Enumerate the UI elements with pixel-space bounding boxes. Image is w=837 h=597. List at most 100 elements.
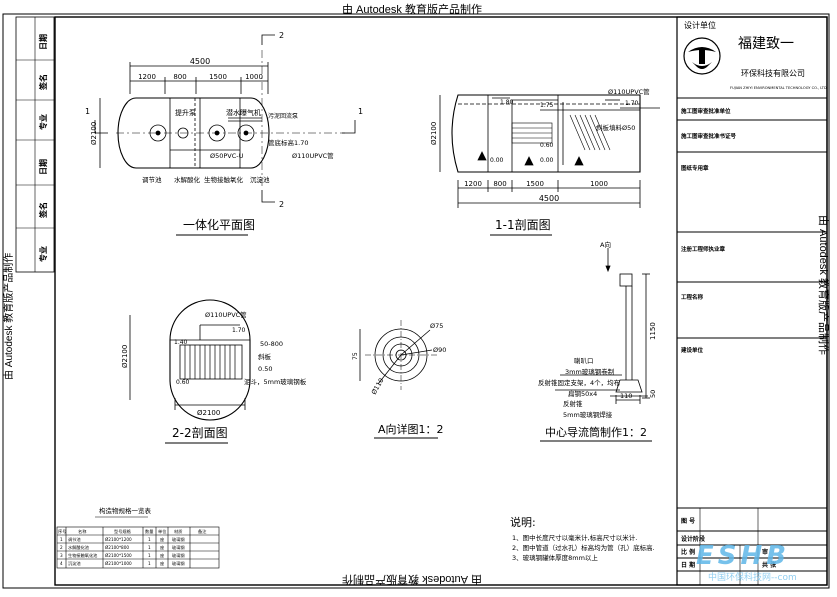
strip-label: 日期 bbox=[38, 159, 48, 175]
table-header: 材质 bbox=[174, 528, 182, 535]
s11-pipe-label: Ø110UPVC管 bbox=[608, 87, 650, 96]
table-cell: Ø2100*1000 bbox=[105, 561, 132, 566]
detail-dim: Ø110 bbox=[370, 377, 386, 396]
table-cell: 座 bbox=[160, 544, 164, 551]
note-item: 3、玻璃钢罐体厚度8mm以上 bbox=[512, 553, 598, 562]
level-label: 0.60 bbox=[540, 142, 554, 149]
table-cell: 1 bbox=[148, 561, 151, 566]
row-label: 工程名称 bbox=[681, 293, 704, 301]
label-tank: 生物接触氧化 bbox=[204, 175, 244, 184]
center-pipe-text: A向 1150 50 110 喇叭口 3mm玻璃钢卷制 反射锥固定支架，4个，均… bbox=[538, 240, 657, 439]
cp-dim-v: 1150 bbox=[649, 322, 657, 340]
s22-level-mid: 1.40 bbox=[174, 339, 188, 346]
table-header: 单位 bbox=[158, 528, 166, 535]
watermark-top: 由 Autodesk 教育版产品制作 bbox=[342, 2, 482, 16]
s22-slope: 斜板 bbox=[258, 352, 272, 361]
center-pipe-caption: 中心导流筒制作1：2 bbox=[545, 425, 647, 439]
level-label: 0.00 bbox=[490, 157, 504, 164]
detail-a-caption: A向详图1：2 bbox=[378, 422, 444, 436]
section-mark: 1 bbox=[358, 107, 363, 116]
section-mark: 2 bbox=[279, 31, 284, 40]
s11-height-dim: Ø2100 bbox=[430, 122, 438, 145]
strip-label: 专业 bbox=[38, 246, 48, 262]
left-sign-strip: 日期 签名 专业 日期 签名 专业 bbox=[15, 16, 55, 273]
detail-dim: 75 bbox=[352, 352, 359, 360]
bottom-row-label: 比 例 bbox=[681, 548, 695, 556]
watermark-right: 由 Autodesk 教育版产品制作 bbox=[817, 215, 831, 355]
cp-dim-v2: 50 bbox=[649, 390, 657, 398]
s22-height-dim: Ø2100 bbox=[121, 345, 129, 368]
table-row: 2 水解酸化池 Ø2100*800 1 座 玻璃钢 bbox=[60, 544, 185, 551]
table-cell: 4 bbox=[60, 561, 63, 566]
label-pipe-top: 管底标高1.70 bbox=[268, 138, 308, 147]
table-header: 备注 bbox=[198, 528, 207, 535]
table-header: 型号规格 bbox=[114, 528, 132, 535]
table-cell: 座 bbox=[160, 560, 164, 567]
strip-label: 签名 bbox=[38, 74, 48, 91]
level-label: 1.75 bbox=[540, 102, 554, 109]
row-label: 建设单位 bbox=[681, 346, 704, 354]
center-pipe bbox=[555, 248, 650, 404]
s11-dim: 1000 bbox=[590, 180, 608, 188]
cp-label: 扁钢50x4 bbox=[568, 389, 597, 398]
section-mark: 2 bbox=[279, 200, 284, 209]
inner-frame bbox=[54, 16, 828, 586]
cp-label: 反射锥 bbox=[563, 399, 583, 408]
table-cell: 1 bbox=[148, 545, 151, 550]
bottom-row-label: 图 号 bbox=[681, 517, 695, 525]
s11-caption: 1-1剖面图 bbox=[495, 218, 551, 232]
plan-view bbox=[94, 34, 356, 203]
plan-height-dim: Ø2100 bbox=[90, 122, 98, 145]
table-cell: Ø2100*800 bbox=[105, 545, 129, 550]
table-cell: 调节池 bbox=[68, 536, 81, 543]
label-pvc-u: Ø50PVC-U bbox=[210, 152, 244, 160]
plan-dim-total: 4500 bbox=[190, 57, 210, 66]
s22-level-low: 0.50 bbox=[258, 365, 272, 373]
s22-dim-right: 50-800 bbox=[260, 340, 283, 348]
label-tank: 沉淀池 bbox=[250, 175, 270, 184]
eshb-logo-url: 中国环保科技网--com bbox=[708, 571, 797, 583]
table-cell: 水解酸化池 bbox=[68, 544, 90, 551]
plan-dim: 1000 bbox=[245, 73, 263, 81]
bottom-row-label: 设计阶段 bbox=[681, 535, 705, 543]
notes: 说明: 1、图中长度尺寸以毫米计,标高尺寸以米计. 2、图中管道（过水孔）标高均… bbox=[510, 515, 655, 562]
bottom-right-label: 审 bbox=[762, 548, 768, 556]
label-tank: 水解酸化 bbox=[174, 175, 201, 184]
plan-caption: 一体化平面图 bbox=[183, 218, 255, 232]
eshb-logo-text: ESHB bbox=[696, 541, 790, 571]
s11-dim: 1200 bbox=[464, 180, 482, 188]
plan-dim: 800 bbox=[173, 73, 186, 81]
table-cell: Ø2100*1500 bbox=[105, 553, 132, 558]
a-dir-label: A向 bbox=[600, 240, 611, 249]
table-cell: 玻璃钢 bbox=[172, 560, 185, 567]
label-pvc-pipe: Ø110UPVC管 bbox=[292, 151, 334, 160]
s22-pipe-label: Ø110UPVC管 bbox=[205, 310, 247, 319]
level-label: 1.80 bbox=[500, 99, 514, 106]
table-cell: 玻璃钢 bbox=[172, 552, 185, 559]
detail-a bbox=[359, 320, 437, 390]
spec-table: 构造物规格一览表 序号 名称 型号规格 数量 单位 材质 备注 1 调节池 bbox=[56, 506, 220, 569]
cp-label: 5mm玻璃钢焊接 bbox=[563, 410, 613, 419]
s11-dim: 1500 bbox=[526, 180, 544, 188]
section-mark: 1 bbox=[85, 107, 90, 116]
s11-dim: 800 bbox=[493, 180, 506, 188]
company-logo bbox=[683, 37, 721, 75]
table-title: 构造物规格一览表 bbox=[99, 506, 152, 515]
cp-label: 反射锥固定支架，4个，均布 bbox=[538, 378, 621, 387]
cp-dim-h: 110 bbox=[620, 392, 632, 400]
bottom-row-label: 日 期 bbox=[681, 561, 695, 569]
site-logo-watermark: ESHB 中国环保科技网--com bbox=[696, 541, 797, 583]
label-tank: 调节池 bbox=[142, 175, 162, 184]
table-cell: 3 bbox=[60, 553, 63, 558]
s22-caption: 2-2剖面图 bbox=[172, 426, 228, 440]
s22-level-base: 0.60 bbox=[176, 379, 190, 386]
table-cell: 座 bbox=[160, 536, 164, 543]
s11-dim-total: 4500 bbox=[539, 194, 559, 203]
notes-title: 说明: bbox=[510, 515, 536, 529]
label-sludge: 污泥回流泵 bbox=[268, 112, 298, 120]
table-cell: 玻璃钢 bbox=[172, 544, 185, 551]
level-label: 1.70 bbox=[625, 100, 639, 107]
table-cell: 1 bbox=[148, 537, 151, 542]
table-cell: 生物接触氧化池 bbox=[68, 552, 98, 559]
